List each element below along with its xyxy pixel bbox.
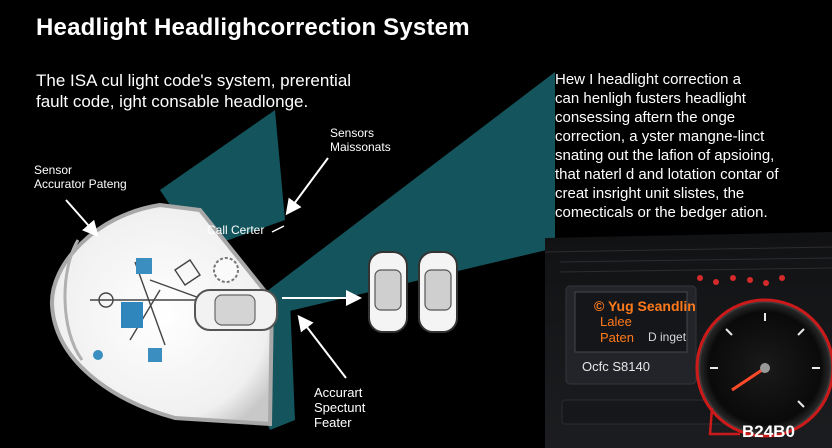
arrow-sensor-acc [65, 199, 99, 237]
car-icon-left [368, 251, 408, 333]
side-line-6: that naterl d and lotation contar of [555, 166, 779, 183]
side-line-5: snating out the lafion of apsioing, [555, 147, 775, 164]
label-accurart-line-3: Feater [314, 415, 352, 430]
dash-screen-line-3: Paten [600, 330, 634, 345]
label-sensors-line-1: Sensors [330, 126, 375, 140]
side-line-7: creat insright unit slistes, the [555, 185, 745, 202]
sensor-block-top [136, 258, 152, 274]
label-accurart: Accurart Spectunt Feater [314, 385, 365, 430]
side-line-2: can henligh fusters headlight [555, 90, 746, 107]
light-beam-large [258, 72, 555, 318]
side-line-1: Hew I headlight correction a [555, 71, 741, 88]
fault-ring-leader [708, 407, 740, 436]
sensor-disc [49, 202, 275, 427]
dash-screen-line-3-right: D inget [648, 330, 687, 344]
dashboard-leds [697, 275, 785, 286]
arrow-accurart [297, 314, 347, 379]
fault-code-label: B24B0 [742, 422, 795, 441]
sensor-block-mid [121, 302, 143, 328]
arrow-sensors [285, 157, 329, 216]
speedometer-gauge [698, 301, 832, 435]
intro-line-1: The ISA cul light code's system, prerent… [36, 71, 352, 90]
label-accurart-line-1: Accurart [314, 385, 363, 400]
car-topview-main [194, 289, 278, 331]
label-sensor-line-2: Accurator Pateng [34, 177, 127, 191]
label-call-center: Call Certer [207, 223, 265, 237]
page-title: Headlight Headlighcorrection System [36, 14, 470, 41]
sensor-node-left [93, 350, 103, 360]
dash-code-readout: Ocfc S8140 [582, 359, 650, 374]
side-line-4: correction, a yster mangne-linct [555, 128, 765, 145]
label-sensors-line-2: Maissonats [330, 140, 391, 154]
sensor-block-low [148, 348, 162, 362]
intro-paragraph: The ISA cul light code's system, prerent… [36, 70, 351, 112]
dash-screen-line-2: Lalee [600, 314, 632, 329]
label-sensors: Sensors Maissonats [330, 126, 391, 154]
car-icon-right [418, 251, 458, 333]
sensor-dial [213, 257, 239, 283]
label-sensor-line-1: Sensor [34, 163, 73, 177]
fault-highlight-ring [695, 298, 832, 438]
intro-line-2: fault code, ight consable headlonge. [36, 92, 309, 111]
arrow-call-center [271, 225, 285, 233]
side-line-8: comecticals or the bedger ation. [555, 204, 768, 221]
label-accurart-line-2: Spectunt [314, 400, 366, 415]
dash-screen-line-1: © Yug Seandlin [594, 298, 696, 314]
side-paragraph: Hew I headlight correction a can henligh… [555, 70, 778, 222]
label-sensor-accurator: Sensor Accurator Pateng [34, 163, 127, 191]
side-line-3: consessing aftern the onge [555, 109, 736, 126]
